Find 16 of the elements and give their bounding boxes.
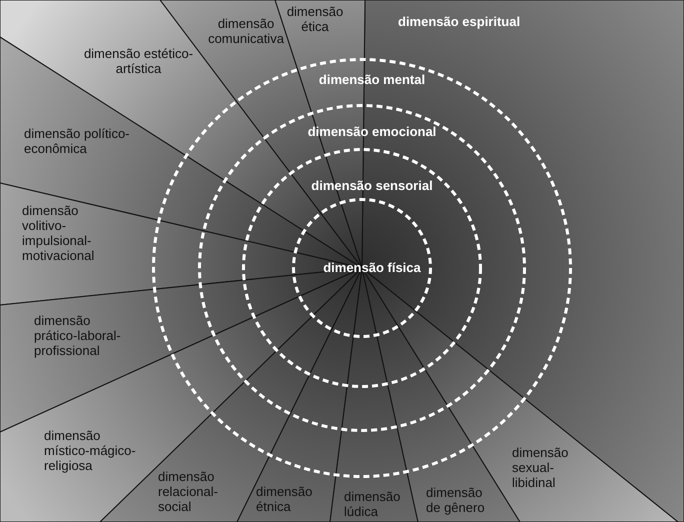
sector-label: dimensão ética: [286, 4, 344, 34]
sector-label: dimensão de gênero: [426, 485, 486, 515]
sector-label: dimensão lúdica: [344, 489, 402, 519]
sector-label: dimensão sexual-libidinal: [512, 445, 570, 490]
sector-label: dimensão étnica: [256, 484, 314, 514]
ring-label: dimensão física: [322, 260, 422, 275]
sector-label: dimensão relacional-social: [158, 469, 219, 514]
sector-label: dimensão prático-laboral-profissional: [34, 313, 122, 358]
sector-label: dimensão estético-artística: [82, 46, 194, 76]
sector-label: dimensão místico-mágico-religiosa: [44, 428, 137, 473]
sector-label: dimensão político-econômica: [24, 126, 130, 156]
ring-label: dimensão espiritual: [398, 14, 522, 29]
sector-label: dimensão volitivo-impulsional-motivacional: [22, 203, 96, 263]
sector-label: dimensão comunicativa: [207, 16, 285, 46]
ring-label: dimensão emocional: [306, 124, 438, 139]
ring-label: dimensão sensorial: [310, 178, 434, 193]
